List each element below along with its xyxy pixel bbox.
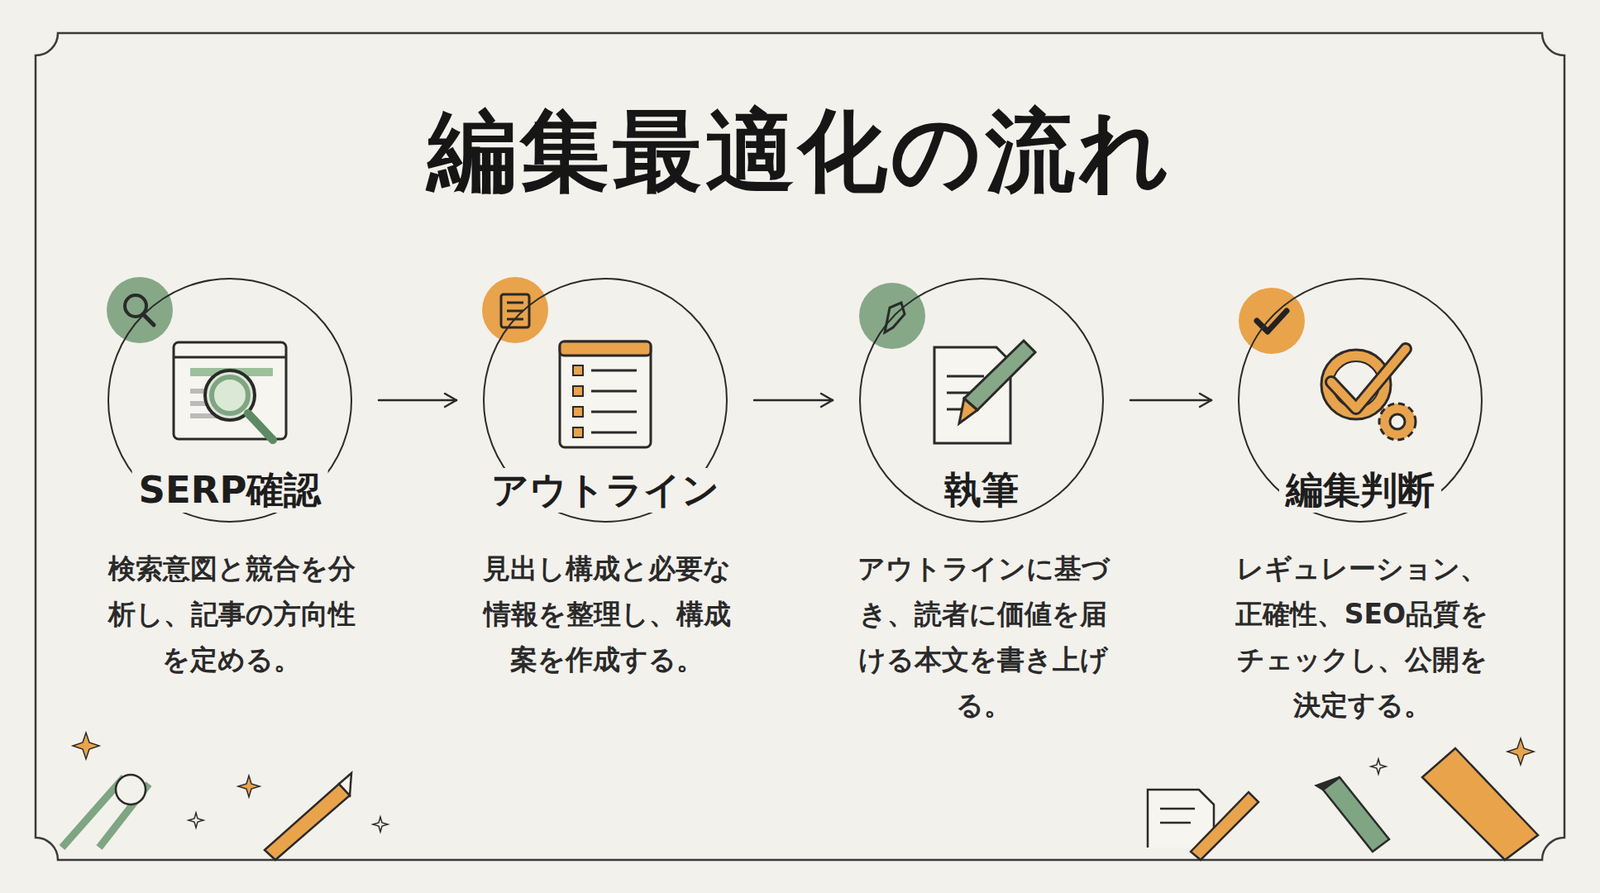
step-description: アウトラインに基づき、読者に価値を届ける本文を書き上げる。 xyxy=(852,545,1115,728)
step-heading: 編集判断 xyxy=(1279,468,1442,513)
step-circle: アウトライン見出し構成と必要な情報を整理し、構成案を作成する。 xyxy=(482,277,728,523)
flow-arrow xyxy=(1130,393,1212,407)
step-circle: 編集判断レギュレーション、正確性、SEO品質をチェックし、公開を決定する。 xyxy=(1237,277,1483,523)
writing-icon xyxy=(859,282,1036,444)
step-description: 見出し構成と必要な情報を整理し、構成案を作成する。 xyxy=(476,545,739,683)
flow-arrow xyxy=(754,393,833,407)
step-circle: 執筆アウトラインに基づき、読者に価値を届ける本文を書き上げる。 xyxy=(859,277,1104,523)
step-heading: アウトライン xyxy=(484,468,726,513)
title: 編集最適化の流れ xyxy=(0,97,1600,206)
step-heading: 執筆 xyxy=(937,468,1026,513)
step-description: レギュレーション、正確性、SEO品質をチェックし、公開を決定する。 xyxy=(1231,545,1494,728)
step-heading: SERP確認 xyxy=(132,468,329,513)
flow-arrow xyxy=(378,393,457,407)
step-circle: SERP確認検索意図と競合を分析し、記事の方向性を定める。 xyxy=(107,277,353,523)
step-description: 検索意図と競合を分析し、記事の方向性を定める。 xyxy=(100,545,363,683)
decoration xyxy=(62,732,1538,860)
search-icon xyxy=(106,277,287,440)
outline-icon xyxy=(482,277,651,448)
check-icon xyxy=(1238,287,1416,440)
